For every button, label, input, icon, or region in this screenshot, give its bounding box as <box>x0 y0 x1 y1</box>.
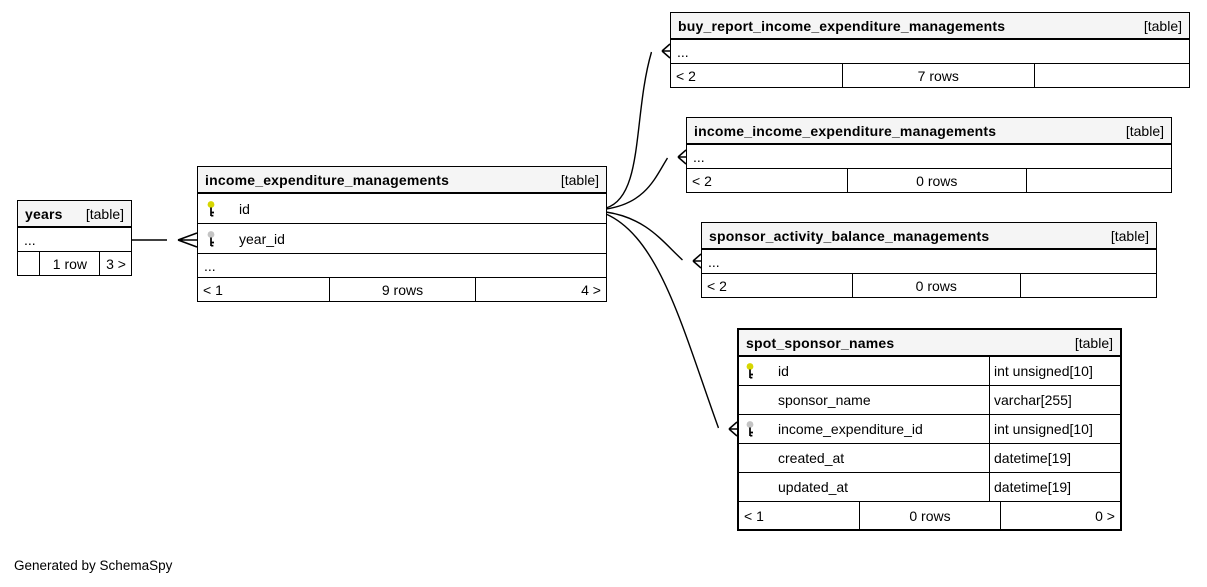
ellipsis-text: ... <box>677 43 689 60</box>
table-footer: 1 row 3 > <box>18 252 131 275</box>
column-name: id <box>778 363 789 379</box>
column-name: sponsor_name <box>778 392 871 408</box>
table-name[interactable]: years <box>25 205 63 222</box>
table-name[interactable]: income_income_expenditure_managements <box>694 122 997 139</box>
column-row-id: id <box>198 194 606 224</box>
footer-children-count <box>1019 274 1156 297</box>
table-tag: [table] <box>1110 227 1149 244</box>
column-name: income_expenditure_id <box>778 421 923 437</box>
footer-parents-count: < 2 <box>707 277 727 294</box>
columns-ellipsis: ... <box>702 250 1156 274</box>
footer-parents-count: < 2 <box>692 172 712 189</box>
footer-parents-count: < 2 <box>676 67 696 84</box>
table-name[interactable]: sponsor_activity_balance_managements <box>709 227 990 244</box>
relationship-iem-buy-report <box>605 43 671 209</box>
table-buy-report-income-expenditure-managements[interactable]: buy_report_income_expenditure_management… <box>670 12 1190 88</box>
ellipsis-text: ... <box>24 231 36 248</box>
footer-children-count <box>1025 169 1171 192</box>
ellipsis-text: ... <box>204 257 216 274</box>
columns-ellipsis: ... <box>198 254 606 278</box>
column-row-sponsor-name: sponsor_name varchar[255] <box>739 386 1120 415</box>
generated-by-label: Generated by SchemaSpy <box>14 558 173 573</box>
foreign-key-icon <box>743 420 770 438</box>
table-name[interactable]: buy_report_income_expenditure_management… <box>678 17 1006 34</box>
table-header[interactable]: income_expenditure_managements [table] <box>198 167 606 194</box>
table-name[interactable]: income_expenditure_managements <box>205 171 450 188</box>
table-income-income-expenditure-managements[interactable]: income_income_expenditure_managements [t… <box>686 117 1172 193</box>
table-name[interactable]: spot_sponsor_names <box>746 334 895 351</box>
table-sponsor-activity-balance-managements[interactable]: sponsor_activity_balance_managements [ta… <box>701 222 1157 298</box>
relationship-iem-spot-sponsor-names <box>605 213 738 437</box>
table-years[interactable]: years [table] ... 1 row 3 > <box>17 200 132 276</box>
footer-children-count: 0 > <box>999 502 1120 529</box>
column-name: updated_at <box>778 479 849 495</box>
column-row-updated-at: updated_at datetime[19] <box>739 473 1120 502</box>
column-row-created-at: created_at datetime[19] <box>739 444 1120 473</box>
table-tag: [table] <box>1143 17 1182 34</box>
footer-row-count: 0 rows <box>851 274 1020 297</box>
ellipsis-text: ... <box>708 253 720 270</box>
table-footer: < 1 0 rows 0 > <box>739 502 1120 529</box>
column-type: varchar[255] <box>989 386 1120 414</box>
foreign-key-icon <box>204 230 231 248</box>
footer-parents-count: < 1 <box>203 281 223 298</box>
table-footer: < 2 7 rows <box>671 64 1189 87</box>
column-type: datetime[19] <box>989 444 1120 472</box>
column-type: datetime[19] <box>989 473 1120 501</box>
footer-parents-count: < 1 <box>744 507 764 524</box>
table-footer: < 2 0 rows <box>702 274 1156 297</box>
column-row-year-id: year_id <box>198 224 606 254</box>
relationship-iem-income-income <box>605 149 687 210</box>
column-type: int unsigned[10] <box>989 415 1120 443</box>
footer-parents-count <box>18 252 39 275</box>
footer-row-count: 1 row <box>39 252 99 275</box>
columns-ellipsis: ... <box>671 40 1189 64</box>
table-tag: [table] <box>1074 334 1113 351</box>
table-header[interactable]: spot_sponsor_names [table] <box>739 330 1120 357</box>
footer-row-count: 0 rows <box>859 502 1000 529</box>
table-tag: [table] <box>560 171 599 188</box>
table-tag: [table] <box>85 205 124 222</box>
column-row-income-expenditure-id: income_expenditure_id int unsigned[10] <box>739 415 1120 444</box>
footer-row-count: 9 rows <box>328 278 476 301</box>
footer-row-count: 0 rows <box>846 169 1026 192</box>
columns-ellipsis: ... <box>18 228 131 252</box>
table-header[interactable]: income_income_expenditure_managements [t… <box>687 118 1171 145</box>
table-footer: < 1 9 rows 4 > <box>198 278 606 301</box>
footer-children-count: 4 > <box>475 278 606 301</box>
footer-children-count <box>1033 64 1189 87</box>
column-name: year_id <box>239 230 285 247</box>
footer-children-count: 3 > <box>99 252 131 275</box>
ellipsis-text: ... <box>693 148 705 165</box>
primary-key-icon <box>204 200 231 218</box>
column-type: int unsigned[10] <box>989 357 1120 385</box>
table-tag: [table] <box>1125 122 1164 139</box>
relationship-years-iem <box>132 232 198 248</box>
table-header[interactable]: buy_report_income_expenditure_management… <box>671 13 1189 40</box>
primary-key-icon <box>743 362 770 380</box>
footer-row-count: 7 rows <box>841 64 1034 87</box>
table-income-expenditure-managements[interactable]: income_expenditure_managements [table] i… <box>197 166 607 302</box>
column-name: id <box>239 200 250 217</box>
table-footer: < 2 0 rows <box>687 169 1171 192</box>
columns-ellipsis: ... <box>687 145 1171 169</box>
column-name: created_at <box>778 450 845 466</box>
relationship-iem-sponsor-activity <box>605 211 702 269</box>
column-row-id: id int unsigned[10] <box>739 357 1120 386</box>
table-spot-sponsor-names[interactable]: spot_sponsor_names [table] id int unsign… <box>737 328 1122 531</box>
table-header[interactable]: sponsor_activity_balance_managements [ta… <box>702 223 1156 250</box>
table-header[interactable]: years [table] <box>18 201 131 228</box>
